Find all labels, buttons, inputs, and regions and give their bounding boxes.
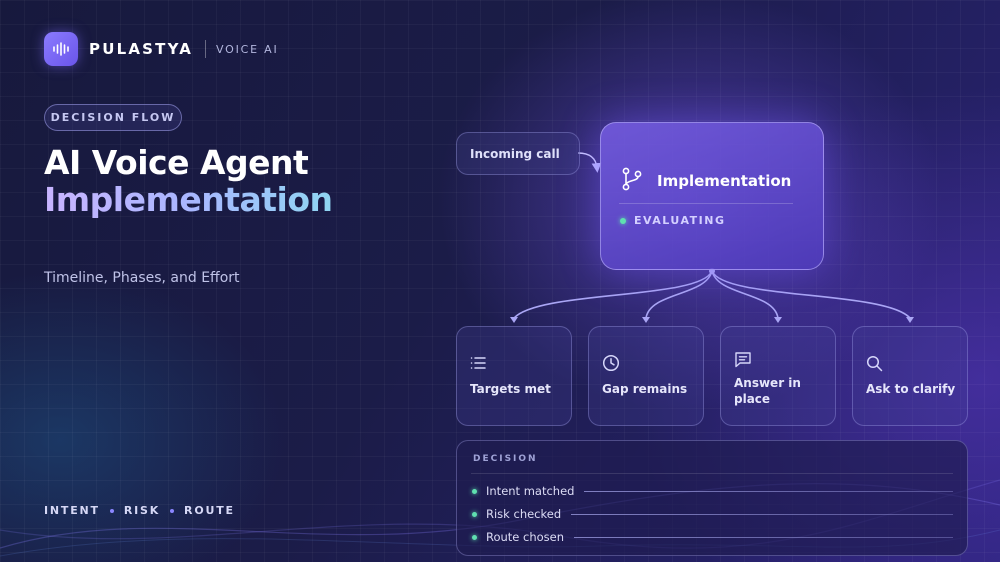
status-label: EVALUATING <box>634 214 726 227</box>
incoming-call-node[interactable]: Incoming call <box>456 132 580 175</box>
decision-row-line <box>574 536 953 538</box>
option-label: Answer in place <box>734 376 801 406</box>
tag-row: INTENT RISK ROUTE <box>44 504 235 517</box>
tag-separator <box>170 508 175 513</box>
page-title-line1: AI Voice Agent <box>44 143 309 182</box>
decision-row: Route chosen <box>472 530 953 544</box>
brand-header: PULASTYA VOICE AI <box>44 32 279 66</box>
section-pill: DECISION FLOW <box>44 104 182 131</box>
tag-separator <box>109 508 114 513</box>
tag-risk: RISK <box>123 504 161 517</box>
option-targets-met[interactable]: Targets met <box>456 326 572 426</box>
status-dot <box>472 511 477 517</box>
status-indicator: EVALUATING <box>620 214 726 227</box>
tag-route: ROUTE <box>184 504 235 517</box>
brand-divider <box>205 40 207 58</box>
implementation-node[interactable]: Implementation EVALUATING <box>600 122 824 270</box>
implementation-title: Implementation <box>657 172 792 190</box>
decision-row-line <box>571 513 953 515</box>
option-gap-remains[interactable]: Gap remains <box>588 326 704 426</box>
connector-clarify <box>711 270 911 319</box>
tag-intent: INTENT <box>44 504 100 517</box>
option-label: Targets met <box>470 382 551 396</box>
option-ask-to-clarify[interactable]: Ask to clarify <box>852 326 968 426</box>
divider <box>619 203 793 204</box>
page-subtitle: Timeline, Phases, and Effort <box>44 270 240 286</box>
connector-answer <box>711 270 779 319</box>
divider <box>471 473 953 474</box>
status-dot <box>472 488 477 494</box>
waveform-icon <box>44 32 78 66</box>
status-dot <box>620 217 626 224</box>
decision-panel: DECISION Intent matched Risk checked Rou… <box>456 440 968 556</box>
search-icon <box>866 353 967 373</box>
status-dot <box>472 534 477 540</box>
decision-row-label: Risk checked <box>486 507 562 521</box>
message-icon <box>734 349 835 369</box>
branch-icon <box>621 167 643 195</box>
list-icon <box>470 353 571 373</box>
incoming-call-label: Incoming call <box>470 146 560 161</box>
connector-targets <box>513 270 713 319</box>
connector-gap <box>645 270 713 319</box>
brand-tag: VOICE AI <box>216 42 279 56</box>
option-label: Gap remains <box>602 382 688 396</box>
decision-label: DECISION <box>473 454 538 464</box>
page-title-line2: Implementation <box>44 180 333 219</box>
decision-row-label: Route chosen <box>486 530 565 544</box>
clock-icon <box>602 353 703 373</box>
option-answer-in-place[interactable]: Answer in place <box>720 326 836 426</box>
brand-name: PULASTYA <box>89 40 194 58</box>
decision-row: Intent matched <box>472 484 953 498</box>
option-label: Ask to clarify <box>866 382 956 396</box>
decision-row: Risk checked <box>472 507 953 521</box>
decision-row-label: Intent matched <box>486 484 575 498</box>
incoming-connector <box>577 152 602 173</box>
decision-row-line <box>584 490 953 492</box>
